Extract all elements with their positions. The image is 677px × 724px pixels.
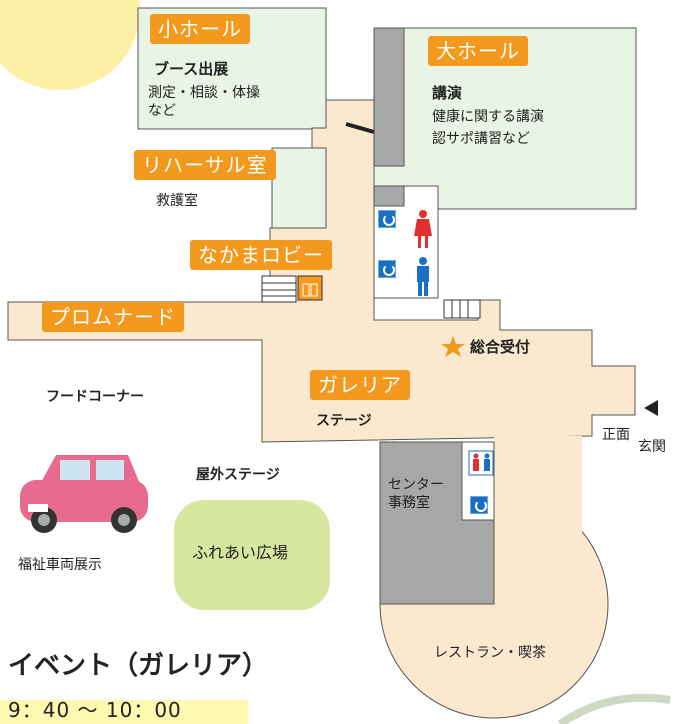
vehicle-label: 福祉車両展示: [18, 557, 102, 573]
small-hall-desc: 測定・相談・体操: [148, 85, 260, 101]
entrance-arrow-icon: [644, 400, 658, 416]
restaurant-label: レストラン・喫茶: [434, 645, 546, 661]
elevator-icon: [297, 275, 323, 301]
wheelchair-icon: [378, 260, 396, 278]
sun-decoration: [0, 0, 140, 90]
plaza-label: ふれあい広場: [192, 543, 289, 562]
center-office-label: センター: [388, 477, 444, 493]
large-hall-stage: [373, 27, 405, 167]
office-restroom-icon: [468, 450, 494, 476]
car-icon: [20, 455, 148, 533]
stairs-icon: [261, 275, 297, 303]
male-restroom-icon: [417, 257, 429, 296]
event-time: 9：40 〜 10：00: [8, 698, 182, 722]
female-restroom-icon: [414, 210, 432, 248]
large-hall-desc: 健康に関する講演: [432, 109, 544, 125]
front-label: 正面: [602, 427, 630, 443]
outdoor-stage-label: 屋外ステージ: [196, 467, 280, 483]
office-side: [494, 436, 582, 604]
large-hall-title: 講演: [432, 84, 463, 102]
wheelchair-icon: [378, 210, 396, 228]
galleria-label: ガレリア: [310, 370, 410, 400]
star-icon: [441, 336, 465, 357]
door-bar: [345, 122, 375, 134]
promenade-label: プロムナード: [42, 302, 184, 332]
food-corner-label: フードコーナー: [46, 389, 144, 405]
large-hall-desc2: 認サポ講習など: [432, 131, 530, 147]
time-highlight: [0, 700, 248, 724]
rehearsal-label: リハーサル室: [134, 150, 276, 180]
restroom-gray: [373, 185, 405, 207]
plaza-area: [174, 500, 330, 610]
first-aid-label: 救護室: [156, 193, 198, 209]
decorative-swoosh: [557, 693, 671, 724]
nakama-lobby-label: なかまロビー: [190, 240, 332, 270]
wheelchair-icon: [470, 496, 488, 514]
stage-label: ステージ: [316, 413, 372, 429]
reception-label: 総合受付: [470, 338, 531, 356]
event-title: イベント（ガレリア）: [8, 651, 269, 681]
rehearsal-room: [271, 147, 327, 229]
center-office-label2: 事務室: [388, 495, 430, 511]
small-hall-desc2: など: [148, 103, 176, 119]
large-hall-label: 大ホール: [428, 36, 528, 66]
small-hall-label: 小ホール: [150, 14, 250, 44]
entrance-label: 玄関: [638, 439, 666, 455]
small-hall-title: ブース出展: [154, 60, 229, 78]
stairs-icon: [443, 299, 481, 319]
